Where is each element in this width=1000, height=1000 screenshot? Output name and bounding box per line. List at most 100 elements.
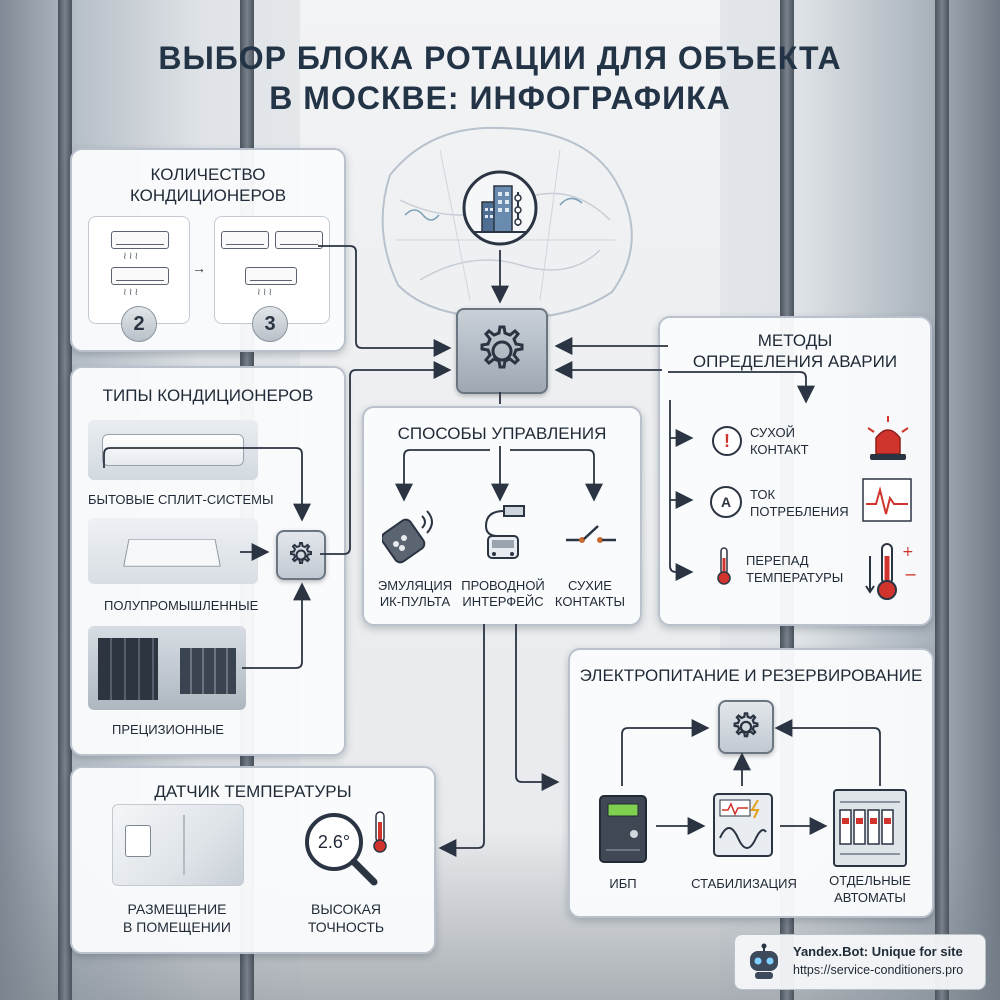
sensor-reading: 2.6° (317, 832, 351, 852)
wall-sensor-icon (125, 825, 151, 857)
thermometer-icon (716, 546, 732, 586)
control-label-ir-line2: ИК-ПУЛЬТА (379, 594, 451, 609)
watermark-badge: Yandex.Bot: Unique for site https://serv… (734, 934, 986, 990)
type-label-precision: ПРЕЦИЗИОННЫЕ (112, 722, 224, 737)
count-card: КОЛИЧЕСТВО КОНДИЦИОНЕРОВ ≀≀≀ ≀≀≀ 2 → ≀≀≀… (70, 148, 346, 352)
page-title: ВЫБОР БЛОКА РОТАЦИИ ДЛЯ ОБЪЕКТА В МОСКВЕ… (0, 38, 1000, 118)
power-card: ЭЛЕКТРОПИТАНИЕ И РЕЗЕРВИРОВАНИЕ (568, 648, 934, 918)
sensor-label-placement: РАЗМЕЩЕНИЕ В ПОМЕЩЕНИИ (102, 900, 252, 936)
glass-frame-left (58, 0, 72, 1000)
temperature-delta-icon: + − (864, 540, 920, 604)
failure-label-dry-contact: СУХОЙ КОНТАКТ (750, 424, 809, 458)
arrow-right-icon: → (192, 260, 206, 276)
failure-label-current: ТОК ПОТРЕБЛЕНИЯ (750, 486, 849, 520)
count-card-title-line2: КОНДИЦИОНЕРОВ (129, 186, 287, 205)
failure-card: МЕТОДЫ ОПРЕДЕЛЕНИЯ АВАРИИ ! СУХОЙ КОНТАК… (658, 316, 932, 626)
gear-icon (480, 325, 524, 369)
power-label-stabilizer: СТАБИЛИЗАЦИЯ (691, 876, 797, 891)
split-system-icon (102, 434, 244, 466)
airflow-icon: ≀≀≀ (123, 287, 141, 298)
sensor-label-placement-line1: РАЗМЕЩЕНИЕ (127, 901, 227, 917)
page-title-line2: В МОСКВЕ: ИНФОГРАФИКА (269, 80, 731, 116)
central-rotation-unit (456, 308, 548, 394)
robot-icon (745, 943, 783, 981)
sensor-label-accuracy-line1: ВЫСОКАЯ (310, 901, 382, 917)
power-label-breakers-line2: АВТОМАТЫ (834, 890, 906, 905)
failure-label-current-line2: ПОТРЕБЛЕНИЯ (750, 504, 849, 519)
magnifier-icon (300, 808, 396, 888)
count-card-title: КОЛИЧЕСТВО КОНДИЦИОНЕРОВ (72, 164, 344, 206)
watermark-line1: Yandex.Bot: Unique for site (793, 944, 963, 959)
control-label-dry-line1: СУХИЕ (568, 578, 612, 593)
failure-label-temperature: ПЕРЕПАД ТЕМПЕРАТУРЫ (746, 552, 843, 586)
control-label-dry-line2: КОНТАКТЫ (554, 594, 626, 609)
failure-label-current-line1: ТОК (750, 487, 776, 502)
stabilizer-icon (712, 792, 774, 858)
gear-icon (733, 712, 759, 738)
precision-photo (88, 626, 246, 710)
control-label-wired-line1: ПРОВОДНОЙ (461, 578, 545, 593)
sensor-label-accuracy-line2: ТОЧНОСТЬ (307, 919, 385, 935)
airflow-icon: ≀≀≀ (257, 287, 275, 298)
remote-control-icon (380, 506, 438, 564)
server-rack-icon (98, 638, 158, 700)
svg-text:+: + (902, 544, 914, 560)
control-card: СПОСОБЫ УПРАВЛЕНИЯ ЭМУЛЯЦИЯ ИК-ПУЛЬТА ПР (362, 406, 642, 626)
types-card: ТИПЫ КОНДИЦИОНЕРОВ БЫТОВЫЕ СПЛИТ-СИСТЕМЫ… (70, 366, 346, 756)
control-label-dry: СУХИЕ КОНТАКТЫ (548, 578, 632, 610)
count-option-three: ≀≀≀ (214, 216, 330, 324)
failure-label-dry-contact-line2: КОНТАКТ (750, 442, 809, 457)
dry-contact-icon (562, 514, 618, 554)
control-label-ir-line1: ЭМУЛЯЦИЯ (377, 578, 453, 593)
page-title-line1: ВЫБОР БЛОКА РОТАЦИИ ДЛЯ ОБЪЕКТА (158, 40, 842, 76)
server-rack-icon (180, 648, 236, 694)
gear-icon (290, 542, 312, 564)
count-badge-two: 2 (121, 306, 157, 342)
cassette-icon (123, 538, 221, 567)
control-label-ir: ЭМУЛЯЦИЯ ИК-ПУЛЬТА (370, 578, 460, 610)
ac-unit-icon (111, 267, 169, 285)
ups-icon (598, 794, 648, 864)
circuit-breakers-icon (832, 788, 908, 868)
count-badge-three: 3 (252, 306, 288, 342)
failure-label-temperature-line2: ТЕМПЕРАТУРЫ (746, 570, 844, 585)
ac-unit-icon (111, 231, 169, 249)
failure-card-title-line2: ОПРЕДЕЛЕНИЯ АВАРИИ (692, 352, 898, 371)
sensor-card-title: ДАТЧИК ТЕМПЕРАТУРЫ (154, 782, 352, 801)
power-label-breakers: ОТДЕЛЬНЫЕ АВТОМАТЫ (818, 872, 922, 906)
watermark-line2: https://service-conditioners.pro (793, 963, 964, 977)
split-system-photo (88, 420, 258, 480)
failure-label-temperature-line1: ПЕРЕПАД (746, 553, 809, 568)
airflow-icon: ≀≀≀ (123, 251, 141, 262)
power-card-title: ЭЛЕКТРОПИТАНИЕ И РЕЗЕРВИРОВАНИЕ (579, 666, 923, 685)
control-label-wired-line2: ИНТЕРФЕЙС (462, 594, 544, 609)
failure-card-title-line1: МЕТОДЫ (757, 331, 833, 350)
power-label-breakers-line1: ОТДЕЛЬНЫЕ (829, 873, 911, 888)
control-card-title: СПОСОБЫ УПРАВЛЕНИЯ (397, 424, 607, 443)
current-graph-icon (862, 478, 912, 522)
cassette-photo (88, 518, 258, 584)
glass-frame-right-2 (935, 0, 949, 1000)
svg-text:−: − (904, 565, 917, 584)
ammeter-icon: A (710, 486, 742, 518)
exclamation-icon: ! (712, 426, 742, 456)
sensor-label-accuracy: ВЫСОКАЯ ТОЧНОСТЬ (286, 900, 406, 936)
types-gear-box (276, 530, 326, 580)
failure-label-dry-contact-line1: СУХОЙ (750, 425, 795, 440)
type-label-semi-industrial: ПОЛУПРОМЫШЛЕННЫЕ (104, 598, 259, 613)
count-card-title-line1: КОЛИЧЕСТВО (150, 165, 266, 184)
alarm-beacon-icon (866, 416, 910, 462)
room-placement-photo (112, 804, 244, 886)
ac-unit-icon (275, 231, 323, 249)
power-gear-box (718, 700, 774, 754)
building-icon (460, 168, 540, 248)
type-label-household: БЫТОВЫЕ СПЛИТ-СИСТЕМЫ (88, 492, 274, 507)
ac-unit-icon (245, 267, 297, 285)
wired-interface-icon (474, 502, 530, 566)
failure-card-title: МЕТОДЫ ОПРЕДЕЛЕНИЯ АВАРИИ (660, 330, 930, 372)
ac-unit-icon (221, 231, 269, 249)
room-corner-icon (183, 815, 185, 875)
control-label-wired: ПРОВОДНОЙ ИНТЕРФЕЙС (458, 578, 548, 610)
types-card-title: ТИПЫ КОНДИЦИОНЕРОВ (102, 386, 314, 405)
power-label-ups: ИБП (609, 876, 637, 891)
